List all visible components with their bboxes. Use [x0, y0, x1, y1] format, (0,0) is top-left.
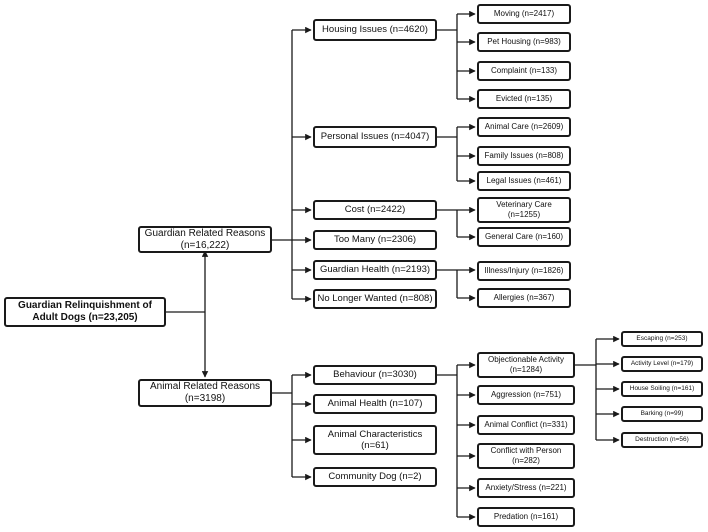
- house-soiling-node: House Soiling (n=161): [621, 381, 703, 397]
- housing-issues-node: Housing Issues (n=4620): [313, 19, 437, 41]
- activity-level-node: Activity Level (n=179): [621, 356, 703, 372]
- complaint-node: Complaint (n=133): [477, 61, 571, 81]
- animal-care-node: Animal Care (n=2609): [477, 117, 571, 137]
- conflict-with-person-node: Conflict with Person (n=282): [477, 443, 575, 469]
- veterinary-care-node: Veterinary Care (n=1255): [477, 197, 571, 223]
- moving-node: Moving (n=2417): [477, 4, 571, 24]
- guardian-health-node: Guardian Health (n=2193): [313, 260, 437, 280]
- evicted-node: Evicted (n=135): [477, 89, 571, 109]
- animal-conflict-node: Animal Conflict (n=331): [477, 415, 575, 435]
- no-longer-wanted-node: No Longer Wanted (n=808): [313, 289, 437, 309]
- behaviour-node: Behaviour (n=3030): [313, 365, 437, 385]
- too-many-node: Too Many (n=2306): [313, 230, 437, 250]
- barking-node: Barking (n=99): [621, 406, 703, 422]
- predation-node: Predation (n=161): [477, 507, 575, 527]
- animal-health-node: Animal Health (n=107): [313, 394, 437, 414]
- personal-issues-node: Personal Issues (n=4047): [313, 126, 437, 148]
- general-care-node: General Care (n=160): [477, 227, 571, 247]
- family-issues-node: Family Issues (n=808): [477, 146, 571, 166]
- pet-housing-node: Pet Housing (n=983): [477, 32, 571, 52]
- animal-characteristics-node: Animal Characteristics (n=61): [313, 425, 437, 455]
- destruction-node: Destruction (n=56): [621, 432, 703, 448]
- community-dog-node: Community Dog (n=2): [313, 467, 437, 487]
- illness-injury-node: Illness/Injury (n=1826): [477, 261, 571, 281]
- escaping-node: Escaping (n=253): [621, 331, 703, 347]
- animal-reasons-node: Animal Related Reasons (n=3198): [138, 379, 272, 407]
- root-node: Guardian Relinquishment of Adult Dogs (n…: [4, 297, 166, 327]
- anxiety-stress-node: Anxiety/Stress (n=221): [477, 478, 575, 498]
- cost-node: Cost (n=2422): [313, 200, 437, 220]
- legal-issues-node: Legal Issues (n=461): [477, 171, 571, 191]
- allergies-node: Allergies (n=367): [477, 288, 571, 308]
- objectionable-activity-node: Objectionable Activity (n=1284): [477, 352, 575, 378]
- guardian-reasons-node: Guardian Related Reasons (n=16,222): [138, 226, 272, 253]
- aggression-node: Aggression (n=751): [477, 385, 575, 405]
